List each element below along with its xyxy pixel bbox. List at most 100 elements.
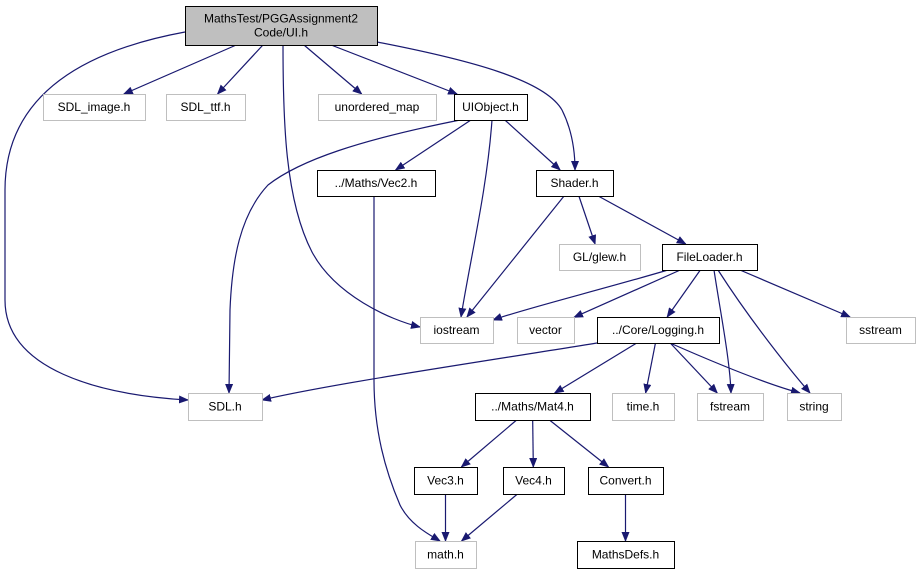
node-uiobject[interactable]: UIObject.h — [454, 94, 528, 121]
node-label: Vec4.h — [515, 474, 552, 488]
node-label: unordered_map — [335, 100, 420, 114]
node-label: string — [799, 400, 828, 414]
node-sstream: sstream — [846, 317, 916, 344]
node-glew: GL/glew.h — [559, 244, 641, 271]
edge-vec2-to-math — [373, 195, 441, 542]
node-fileloader[interactable]: FileLoader.h — [662, 244, 758, 271]
node-mathsdefs[interactable]: MathsDefs.h — [577, 541, 675, 569]
edge-root-to-shader — [376, 41, 579, 171]
edge-vec4-to-math — [460, 493, 518, 542]
edge-root-to-uiobject — [330, 44, 459, 95]
node-box — [166, 94, 246, 121]
nodes-layer: MathsTest/PGGAssignment2Code/UI.hSDL_ima… — [43, 6, 916, 569]
node-box — [317, 170, 436, 197]
edge-fileloader-to-fstream — [713, 269, 735, 394]
node-label: Shader.h — [550, 176, 598, 190]
node-box — [597, 317, 720, 344]
edge-mat4-to-convert — [549, 419, 610, 468]
node-box — [188, 393, 263, 421]
node-box — [536, 170, 614, 197]
edge-uiobject-to-iostream — [458, 119, 493, 318]
node-unordered_map: unordered_map — [318, 94, 437, 121]
node-sdl: SDL.h — [188, 393, 263, 421]
node-label: math.h — [427, 548, 464, 562]
node-box — [414, 467, 478, 495]
node-box — [612, 393, 675, 421]
edge-root-to-sdl_ttf — [216, 44, 264, 95]
node-vec3[interactable]: Vec3.h — [414, 467, 478, 495]
node-label: SDL_ttf.h — [180, 100, 230, 114]
node-box — [787, 393, 842, 421]
node-label: ../Maths/Vec2.h — [335, 176, 418, 190]
node-box — [503, 467, 565, 495]
node-label: fstream — [710, 400, 750, 414]
node-label: sstream — [859, 323, 902, 337]
edge-fileloader-to-iostream — [492, 269, 669, 321]
edge-logging-to-sdl — [261, 342, 598, 402]
edge-uiobject-to-vec2 — [394, 119, 472, 171]
edge-root-to-sdl — [4, 31, 189, 404]
node-label: time.h — [627, 400, 660, 414]
node-sdl_image: SDL_image.h — [43, 94, 146, 121]
edge-logging-to-fstream — [669, 342, 718, 394]
edge-root-to-unordered_map — [303, 44, 363, 95]
node-box — [588, 467, 664, 495]
node-string: string — [787, 393, 842, 421]
edge-logging-to-string — [669, 342, 801, 395]
node-label: MathsDefs.h — [592, 548, 659, 562]
edge-mat4-to-vec3 — [460, 419, 518, 468]
node-box — [43, 94, 146, 121]
node-logging[interactable]: ../Core/Logging.h — [597, 317, 720, 344]
node-box — [517, 317, 575, 344]
edge-logging-to-time — [643, 342, 657, 394]
node-label: MathsTest/PGGAssignment2 — [204, 12, 358, 26]
node-box — [697, 393, 764, 421]
node-shader[interactable]: Shader.h — [536, 170, 614, 197]
node-fstream: fstream — [697, 393, 764, 421]
node-vec4[interactable]: Vec4.h — [503, 467, 565, 495]
node-label: vector — [529, 323, 562, 337]
edge-shader-to-glew — [578, 195, 597, 245]
edge-mat4-to-vec4 — [529, 419, 538, 468]
node-vector: vector — [517, 317, 575, 344]
node-box — [846, 317, 916, 344]
node-box — [559, 244, 641, 271]
edges-layer — [4, 31, 851, 542]
node-label: iostream — [433, 323, 479, 337]
node-convert[interactable]: Convert.h — [588, 467, 664, 495]
node-iostream: iostream — [420, 317, 494, 344]
node-box — [318, 94, 437, 121]
node-box — [577, 541, 675, 569]
edge-fileloader-to-logging — [666, 269, 701, 318]
node-sdl_ttf: SDL_ttf.h — [166, 94, 246, 121]
node-label: GL/glew.h — [573, 250, 626, 264]
node-box — [475, 393, 591, 421]
node-box — [454, 94, 528, 121]
edge-shader-to-fileloader — [597, 195, 687, 245]
edge-fileloader-to-vector — [573, 269, 681, 318]
node-label: SDL_image.h — [58, 100, 131, 114]
node-vec2[interactable]: ../Maths/Vec2.h — [317, 170, 436, 197]
edge-logging-to-mat4 — [553, 342, 637, 394]
node-box — [662, 244, 758, 271]
node-mat4[interactable]: ../Maths/Mat4.h — [475, 393, 591, 421]
node-label: FileLoader.h — [676, 250, 742, 264]
edge-root-to-sdl_image — [122, 44, 237, 95]
node-label: Convert.h — [599, 474, 651, 488]
node-label: UIObject.h — [462, 100, 519, 114]
node-label: Code/UI.h — [254, 26, 308, 40]
node-label: SDL.h — [208, 400, 241, 414]
node-time: time.h — [612, 393, 675, 421]
node-box — [415, 541, 477, 569]
node-label: Vec3.h — [427, 474, 464, 488]
node-box — [185, 6, 378, 46]
edge-fileloader-to-string — [717, 269, 811, 394]
edge-shader-to-iostream — [466, 195, 565, 318]
node-label: ../Maths/Mat4.h — [491, 400, 574, 414]
edge-root-to-iostream — [282, 44, 421, 329]
edge-uiobject-to-sdl — [225, 119, 461, 394]
node-math: math.h — [415, 541, 477, 569]
edge-fileloader-to-sstream — [739, 269, 851, 318]
